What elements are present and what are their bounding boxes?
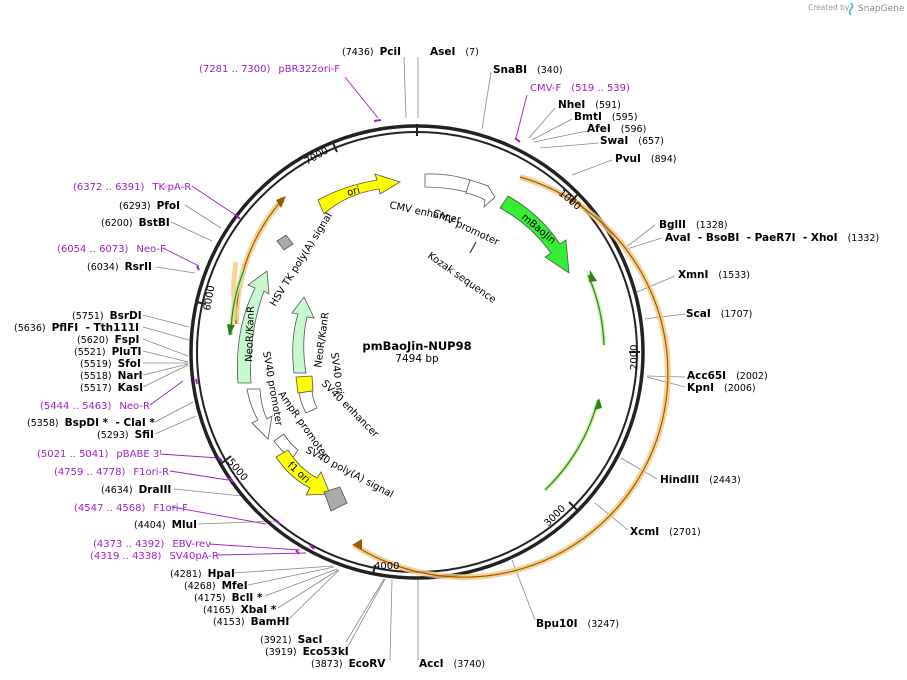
cmv-promoter-label: CMV promoter — [431, 208, 502, 249]
primer-tk-pa-r[interactable]: (6372 .. 6391)TK-pA-R — [73, 182, 191, 193]
hsv-tk-polya-box — [276, 234, 294, 251]
primer-labels: (7281 .. 7300)pBR322ori-F CMV-F(519 .. 5… — [37, 64, 630, 562]
site-bamhi[interactable]: (4153)BamHI — [213, 616, 289, 628]
site-swai[interactable]: SwaI(657) — [600, 135, 664, 147]
neokanr-outer-arrow — [237, 270, 270, 384]
site-saci[interactable]: (3921)SacI — [260, 634, 322, 646]
primer-ebv-rev[interactable]: (4373 .. 4392)EBV-rev — [93, 539, 211, 550]
cmv-promoter-arrow — [465, 179, 496, 209]
site-xcmi[interactable]: XcmI(2701) — [630, 526, 701, 538]
site-pvui[interactable]: PvuI(894) — [615, 153, 676, 165]
site-bcli[interactable]: (4175)BclI * — [194, 592, 263, 604]
credit-prefix: Created by — [808, 3, 850, 12]
site-pluti[interactable]: (5521)PluTI — [74, 346, 141, 358]
site-draiii[interactable]: (4634)DraIII — [101, 484, 171, 496]
site-bsrdi[interactable]: (5751)BsrDI — [72, 310, 142, 322]
site-nhei[interactable]: NheI(591) — [558, 99, 621, 111]
mbaojin-label: mBaoJin — [519, 212, 557, 247]
f1-ori-arrow — [275, 449, 331, 496]
site-sfoi[interactable]: (5519)SfoI — [80, 358, 141, 370]
site-bglii[interactable]: BglII(1328) — [659, 219, 728, 231]
restriction-site-labels: (7436)PciI AseI(7) SnaBI(340) NheI(591) … — [14, 46, 879, 670]
snapgene-credit: Created by SnapGene — [808, 2, 905, 16]
site-mfei[interactable]: (4268)MfeI — [184, 580, 248, 592]
sv40-ori-box — [295, 375, 314, 394]
ori-arrow — [317, 173, 401, 215]
tick-label-2000: 2000 — [629, 345, 640, 370]
ring-ticks — [195, 124, 640, 576]
primer-f1ori-r[interactable]: (4759 .. 4778)F1ori-R — [54, 467, 169, 478]
neokanr-inner-arrow — [291, 296, 315, 374]
site-hpai[interactable]: (4281)HpaI — [170, 568, 235, 580]
site-pfoi[interactable]: (6293)PfoI — [119, 200, 180, 212]
plasmid-name: pmBaoJin-NUP98 — [362, 339, 471, 353]
primer-marks — [195, 119, 521, 555]
site-eco53ki[interactable]: (3919)Eco53kI — [265, 646, 349, 658]
site-snabi[interactable]: SnaBI(340) — [493, 64, 563, 76]
site-fspi[interactable]: (5620)FspI — [77, 334, 139, 346]
sv40-polya-box — [323, 486, 348, 512]
site-hindiii[interactable]: HindIII(2443) — [660, 474, 741, 486]
site-kasi[interactable]: (5517)KasI — [80, 382, 143, 394]
tick-label-4000: 4000 — [374, 561, 399, 572]
primer-neo-r[interactable]: (5444 .. 5463)Neo-R — [40, 401, 150, 412]
kozak-mark — [469, 241, 477, 254]
primer-pbr322ori-f[interactable]: (7281 .. 7300)pBR322ori-F — [199, 64, 340, 75]
site-xbai[interactable]: (4165)XbaI * — [203, 604, 277, 616]
primer-sv40pa-r[interactable]: (4319 .. 4338)SV40pA-R — [90, 551, 219, 562]
neokanr-outer-label: NeoR/KanR — [244, 306, 257, 362]
primer-cmv-f[interactable]: CMV-F(519 .. 539) — [530, 83, 630, 94]
site-afei[interactable]: AfeI(596) — [587, 123, 646, 135]
primer-f1ori-f[interactable]: (4547 .. 4568)F1ori-F — [74, 503, 188, 514]
site-scai[interactable]: ScaI(1707) — [686, 308, 752, 320]
snapgene-logo-icon — [848, 2, 854, 16]
site-pcii[interactable]: (7436)PciI — [342, 46, 401, 58]
site-pflfi-tth111i[interactable]: (5636)PflFI - Tth111I — [14, 322, 139, 334]
hsv-tk-polya-label: HSV TK poly(A) signal — [268, 211, 335, 309]
sv40-enhancer-box — [298, 390, 318, 414]
site-kpni[interactable]: KpnI(2006) — [687, 382, 756, 394]
primer-neo-f[interactable]: (6054 .. 6073)Neo-F — [57, 244, 166, 255]
site-acc65i[interactable]: Acc65I(2002) — [687, 370, 768, 382]
ampr-promoter-box — [273, 433, 299, 460]
site-bstbi[interactable]: (6200)BstBI — [101, 217, 170, 229]
site-bpu10i[interactable]: Bpu10I(3247) — [536, 618, 619, 630]
site-avai-group[interactable]: AvaI - BsoBI - PaeR7I - XhoI(1332) — [665, 232, 879, 244]
site-bspdi-clai[interactable]: (5358)BspDI * - ClaI * — [27, 417, 155, 429]
tick-label-6000: 6000 — [202, 285, 217, 312]
kozak-label: Kozak sequence — [425, 250, 497, 305]
orf-arcs — [227, 174, 671, 581]
site-rsrii[interactable]: (6034)RsrII — [87, 261, 152, 273]
site-sfii[interactable]: (5293)SfiI — [97, 429, 154, 441]
plasmid-length: 7494 bp — [395, 353, 439, 365]
sv40-enhancer-label: SV40 enhancer — [319, 378, 381, 440]
primer-pbabe-3[interactable]: (5021 .. 5041)pBABE 3' — [37, 449, 162, 460]
ori-label: ori — [346, 185, 361, 199]
site-mlui[interactable]: (4404)MluI — [134, 519, 197, 531]
cmv-enhancer-arrow — [424, 173, 471, 193]
site-ecorv[interactable]: (3873)EcoRV — [311, 658, 386, 670]
sv40-promoter-outer-arrow — [246, 388, 273, 440]
site-asei[interactable]: AseI(7) — [430, 46, 479, 58]
credit-brand: SnapGene — [858, 4, 905, 14]
site-xmni[interactable]: XmnI(1533) — [678, 269, 750, 281]
site-nari[interactable]: (5518)NarI — [80, 370, 143, 382]
site-bmti[interactable]: BmtI(595) — [574, 111, 637, 123]
primer-leader-lines — [149, 76, 528, 556]
site-acci[interactable]: AccI(3740) — [419, 658, 485, 670]
mbaojin-arrow — [499, 195, 570, 274]
